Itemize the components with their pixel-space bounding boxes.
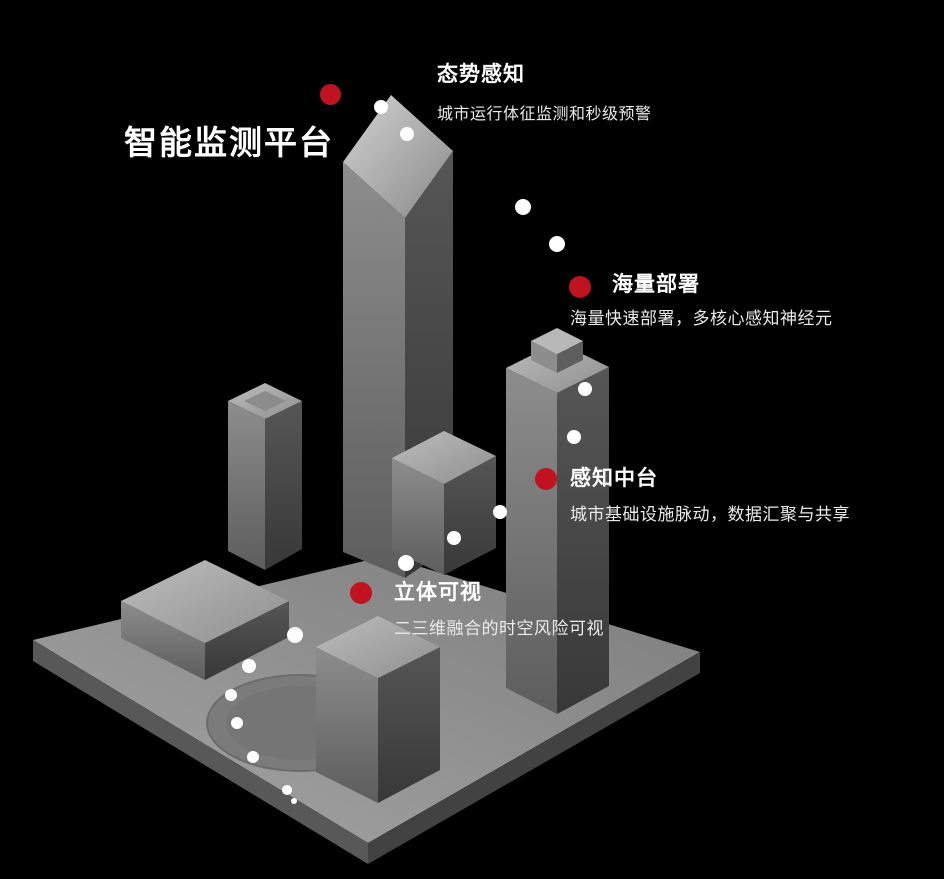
trail-dots-bottom	[225, 627, 303, 804]
building-center-mid	[392, 431, 496, 575]
feature-desc: 二三维融合的时空风险可视	[394, 619, 604, 638]
feature-marker-dot	[569, 276, 591, 298]
building-low-flat	[121, 560, 289, 680]
trail-dots-middle	[398, 505, 507, 571]
feature-title: 海量部署	[612, 273, 700, 296]
feature-desc: 海量快速部署，多核心感知神经元	[570, 309, 833, 328]
trail-dots-top	[374, 100, 565, 252]
title-marker-dot	[320, 84, 341, 105]
feature-marker-dot	[535, 468, 557, 490]
feature-title: 立体可视	[394, 581, 482, 604]
feature-desc: 城市基础设施脉动，数据汇聚与共享	[570, 505, 850, 524]
building-front-center	[316, 616, 440, 803]
building-left-tower	[228, 383, 302, 570]
feature-title: 态势感知	[437, 63, 525, 86]
feature-title: 感知中台	[570, 467, 658, 490]
building-right-tower	[506, 328, 609, 714]
feature-marker-dot	[350, 582, 372, 604]
feature-desc: 城市运行体征监测和秒级预警	[437, 106, 652, 123]
page-title: 智能监测平台	[124, 124, 334, 161]
trail-dots-right	[567, 382, 592, 444]
